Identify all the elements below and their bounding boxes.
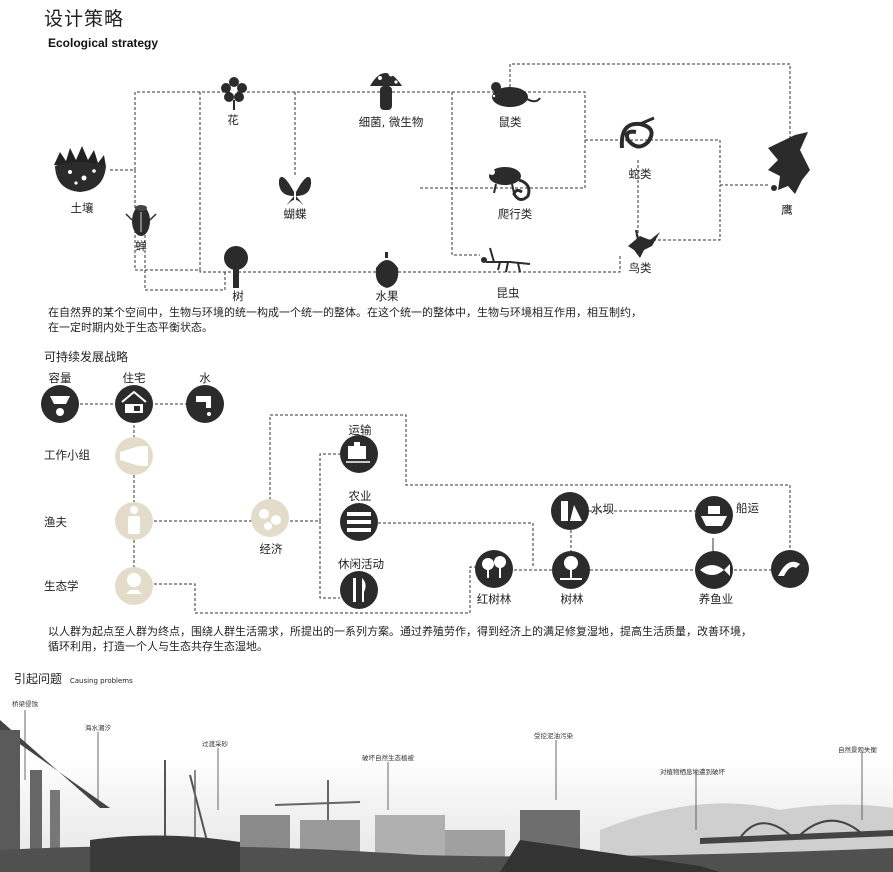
food-web-diagram xyxy=(54,63,810,291)
food-web-label-cicada: 蝉 xyxy=(135,239,147,253)
water-tap-icon xyxy=(186,385,224,423)
mushroom-icon xyxy=(370,71,402,110)
acorn-icon xyxy=(375,252,399,288)
sustainable-section-title: 可持续发展战略 xyxy=(44,350,129,364)
food-web-label-bird: 鸟类 xyxy=(628,261,652,275)
food-web-label-butterfly: 蝴蝶 xyxy=(283,207,307,221)
sustainable-description-line1: 以人群为起点至人群为终点，围绕人群生活需求，所提出的一系列方案。通过养殖劳作，得… xyxy=(48,625,752,638)
economy-icon xyxy=(251,499,289,537)
sus-label-forest: 树林 xyxy=(560,592,584,606)
sus-label-capacity: 容量 xyxy=(48,371,72,385)
crops-icon xyxy=(340,503,378,541)
fish-icon xyxy=(695,551,733,589)
sus-label-fishery: 养鱼业 xyxy=(698,592,734,606)
mantis-icon xyxy=(481,247,531,273)
flower-icon xyxy=(221,77,247,110)
butterfly-icon xyxy=(278,176,312,205)
sus-label-economy: 经济 xyxy=(259,542,283,556)
snake-icon xyxy=(619,116,655,149)
problems-title: 引起问题 Causing problems xyxy=(14,670,133,687)
sus-label-ecology: 生态学 xyxy=(44,579,79,593)
page-title: 设计策略 xyxy=(44,8,125,30)
tree-bench-icon xyxy=(552,551,590,589)
food-web-label-fruit: 水果 xyxy=(375,289,399,303)
ecology-icon xyxy=(115,567,153,605)
problem-note-sand-mining: 过渡采砂 xyxy=(202,740,228,748)
sus-label-agriculture: 农业 xyxy=(348,489,372,503)
luggage-cart-icon xyxy=(340,435,378,473)
chameleon-icon xyxy=(489,167,531,201)
problem-note-vegetation: 破坏自然生态植被 xyxy=(362,754,414,762)
sus-label-workgroup: 工作小组 xyxy=(44,448,90,462)
eagle-icon xyxy=(768,132,810,194)
food-web-label-reptile: 爬行类 xyxy=(497,207,533,221)
food-web-label-insect: 昆虫 xyxy=(496,286,520,300)
food-web-links xyxy=(110,63,791,291)
sustainable-description-line2: 循环利用，打造一个人与生态共存生态湿地。 xyxy=(48,640,268,653)
panorama-callout-lines xyxy=(24,710,863,830)
food-web-label-snake: 蛇类 xyxy=(628,167,652,181)
problem-note-habitat: 对植物栖息地遭到破坏 xyxy=(660,768,725,776)
fork-knife-icon xyxy=(340,571,378,609)
problem-note-bridge-erosion: 桥梁侵蚀 xyxy=(12,700,38,708)
page-subtitle: Ecological strategy xyxy=(48,36,159,50)
sus-label-transport: 运输 xyxy=(348,423,372,437)
sus-label-shipping: 船运 xyxy=(736,501,759,515)
capacity-icon xyxy=(41,385,79,423)
food-web-label-tree: 树 xyxy=(232,289,244,303)
cicada-icon xyxy=(125,205,157,236)
food-web-description-line1: 在自然界的某个空间中，生物与环境的统一构成一个统一的整体。在这个统一的整体中，生… xyxy=(48,306,642,319)
soil-icon xyxy=(54,146,106,192)
dam-icon xyxy=(551,492,589,530)
food-web-label-eagle: 鹰 xyxy=(781,203,793,217)
hummingbird-icon xyxy=(628,229,660,258)
tree-icon xyxy=(224,246,248,288)
sus-label-fisherman: 渔夫 xyxy=(44,515,67,529)
food-web-label-rodent: 鼠类 xyxy=(498,115,522,129)
problems-title-cn: 引起问题 xyxy=(14,672,63,686)
ship-icon xyxy=(695,496,733,534)
food-web-label-fungi: 细菌, 微生物 xyxy=(358,115,424,129)
person-icon xyxy=(115,502,153,540)
problem-note-tide: 海水潮汐 xyxy=(85,724,111,732)
sus-label-dam: 水坝 xyxy=(591,502,614,516)
problem-note-landscape: 自然景观失衡 xyxy=(838,746,877,754)
mouse-icon xyxy=(491,82,541,107)
food-web-label-soil: 土壤 xyxy=(70,201,94,215)
sus-label-water: 水 xyxy=(199,371,211,385)
housing-icon xyxy=(115,385,153,423)
panorama-image xyxy=(0,710,893,872)
food-web-description-line2: 在一定时期内处于生态平衡状态。 xyxy=(48,321,213,334)
sus-label-leisure: 休闲活动 xyxy=(338,557,384,571)
dolphin-icon xyxy=(771,550,809,588)
sus-label-mangrove: 红树林 xyxy=(476,592,512,606)
trees-icon xyxy=(475,550,513,588)
sus-label-housing: 住宅 xyxy=(122,371,146,385)
food-web-label-flower: 花 xyxy=(227,113,239,127)
workgroup-icon xyxy=(115,437,153,475)
problems-title-en: Causing problems xyxy=(69,677,133,685)
problems-panorama xyxy=(0,690,893,872)
sustainable-diagram xyxy=(41,385,809,614)
problem-note-oil-pollution: 受挖泥油污染 xyxy=(534,732,573,740)
sustainable-links xyxy=(60,403,791,614)
